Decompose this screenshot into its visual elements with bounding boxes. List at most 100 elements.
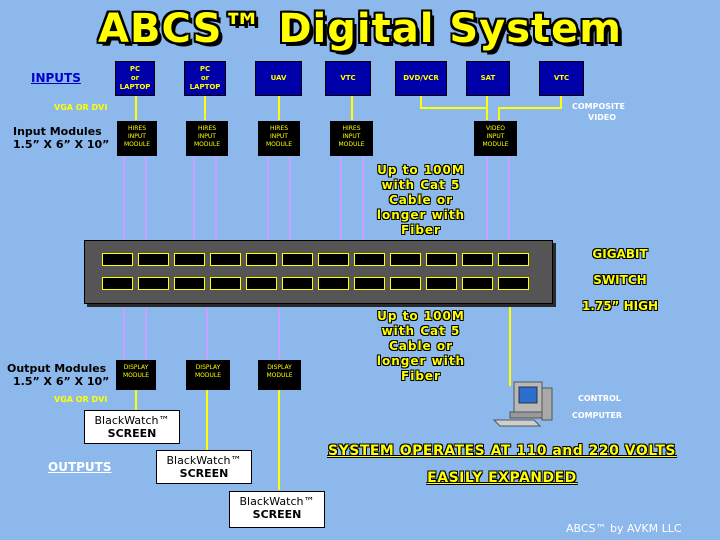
yellow-wires <box>135 96 562 490</box>
source-line: UAV <box>270 74 287 82</box>
module-line: VIDEO <box>485 125 505 132</box>
switch-port <box>498 253 529 266</box>
input-modules-label: Input Modules 1.5” X 6” X 10” <box>13 125 109 151</box>
screen-label: SCREEN <box>179 467 229 480</box>
input-modules-size: 1.5” X 6” X 10” <box>13 138 110 151</box>
cable-note-line: longer with <box>376 208 466 222</box>
control-computer-label: CONTROL COMPUTER <box>572 390 622 424</box>
switch-port <box>462 277 493 290</box>
source-line: PC <box>199 65 211 73</box>
source-line: or <box>130 74 140 82</box>
module-line: HIRES <box>127 125 147 132</box>
module-line: DISPLAY <box>267 364 292 371</box>
blackwatch-screen-3: BlackWatch™ SCREEN <box>229 491 325 528</box>
screen-brand: BlackWatch™ <box>94 414 170 427</box>
switch-port <box>246 253 277 266</box>
switch-label-line: SWITCH <box>593 273 647 287</box>
module-line: MODULE <box>123 141 151 148</box>
module-line: MODULE <box>338 141 365 148</box>
module-line: MODULE <box>482 141 509 148</box>
screen-brand: BlackWatch™ <box>166 454 242 467</box>
blackwatch-screen-1: BlackWatch™ SCREEN <box>84 410 180 444</box>
vga-dvi-label-bottom: VGA OR DVI <box>54 395 108 404</box>
module-line: HIRES <box>342 125 361 132</box>
switch-port <box>318 253 349 266</box>
output-modules-label: Output Modules 1.5” X 6” X 10” <box>7 362 109 388</box>
switch-port <box>390 277 421 290</box>
source-dvd-vcr: DVD/VCR <box>395 61 447 96</box>
module-line: DISPLAY <box>195 364 221 371</box>
cable-note-top: Up to 100M with Cat 5 Cable or longer wi… <box>363 163 479 238</box>
credit-text: ABCS™ by AVKM LLC <box>566 522 682 535</box>
switch-port <box>318 277 349 290</box>
source-line: or <box>200 74 210 82</box>
cable-note-line: Cable or <box>388 193 454 207</box>
outputs-label: OUTPUTS <box>48 460 112 474</box>
composite-line: COMPOSITE <box>572 102 625 111</box>
source-uav: UAV <box>255 61 302 96</box>
switch-port <box>102 277 133 290</box>
module-line: INPUT <box>128 133 146 140</box>
cable-note-line: Up to 100M <box>377 163 465 177</box>
cable-note-line: Cable or <box>388 339 454 353</box>
switch-port <box>462 253 493 266</box>
cable-note-line: Up to 100M <box>377 309 465 323</box>
switch-port <box>354 277 385 290</box>
expansion-note: EASILY EXPANDED <box>427 470 577 486</box>
source-vtc-1: VTC <box>325 61 371 96</box>
source-line: VTC <box>340 74 356 82</box>
switch-port <box>174 253 205 266</box>
switch-port <box>174 277 205 290</box>
module-line: INPUT <box>486 133 505 140</box>
output-modules-size: 1.5” X 6” X 10” <box>13 375 110 388</box>
source-line: LAPTOP <box>189 83 221 91</box>
switch-port <box>498 277 529 290</box>
source-line: LAPTOP <box>119 83 151 91</box>
source-line: PC <box>129 65 141 73</box>
switch-port <box>210 253 241 266</box>
module-line: INPUT <box>198 133 216 140</box>
composite-video-label: COMPOSITE VIDEO <box>572 101 625 123</box>
output-modules-name: Output Modules <box>7 362 107 375</box>
diagram-title: ABCS™ Digital System <box>98 6 622 52</box>
cable-note-line: Fiber <box>401 223 441 237</box>
switch-port <box>282 253 313 266</box>
switch-label: GIGABIT SWITCH 1.75” HIGH <box>570 241 670 319</box>
module-line: HIRES <box>269 125 289 132</box>
screen-brand: BlackWatch™ <box>239 495 315 508</box>
purple-wires <box>123 156 510 360</box>
module-line: INPUT <box>342 133 361 140</box>
cable-note-line: with Cat 5 <box>381 178 461 192</box>
control-computer-line: COMPUTER <box>572 411 623 420</box>
switch-port <box>210 277 241 290</box>
cable-note-bottom: Up to 100M with Cat 5 Cable or longer wi… <box>363 309 479 384</box>
source-vtc-2: VTC <box>539 61 584 96</box>
screen-label: SCREEN <box>107 427 157 440</box>
switch-port <box>138 253 169 266</box>
switch-port <box>426 277 457 290</box>
inputs-label: INPUTS <box>31 71 81 85</box>
cable-note-line: with Cat 5 <box>381 324 461 338</box>
switch-port <box>102 253 133 266</box>
module-line: HIRES <box>197 125 217 132</box>
module-line: MODULE <box>266 372 293 379</box>
voltage-note: SYSTEM OPERATES AT 110 and 220 VOLTS <box>328 443 676 459</box>
switch-port <box>282 277 313 290</box>
blackwatch-screen-2: BlackWatch™ SCREEN <box>156 450 252 484</box>
switch-port <box>246 277 277 290</box>
gigabit-switch <box>84 240 553 304</box>
input-modules-name: Input Modules <box>13 125 102 138</box>
module-line: MODULE <box>265 141 293 148</box>
source-line: SAT <box>480 74 496 82</box>
